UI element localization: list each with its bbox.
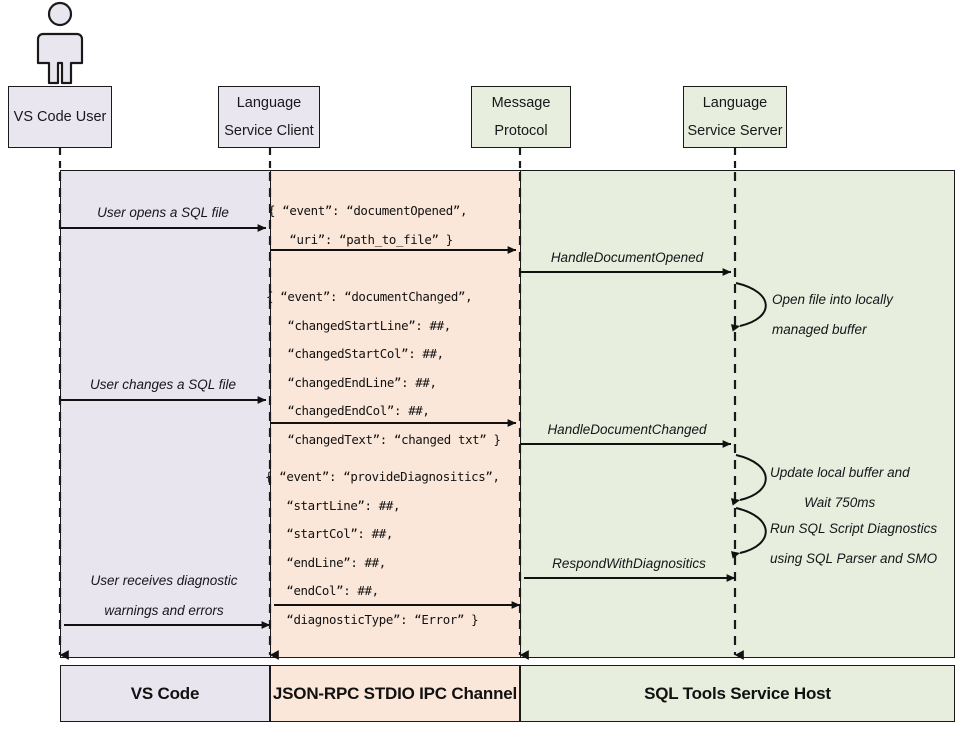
message-label-handle-document-changed: HandleDocumentChanged [547, 422, 707, 437]
lane-footer-ipc: JSON-RPC STDIO IPC Channel [270, 665, 520, 722]
lane-divider-2 [520, 170, 521, 658]
participant-language-client[interactable]: Language Service Client [218, 86, 320, 148]
lane-band-host [520, 170, 955, 658]
note-update-buffer-wait: Update local buffer and Wait 750ms [770, 458, 910, 519]
participant-label-line2: Protocol [494, 123, 548, 139]
participant-language-server[interactable]: Language Service Server [683, 86, 787, 148]
participant-label-line1: VS Code User [13, 108, 107, 125]
participant-label-line2: Service Client [224, 123, 314, 139]
note-line1: Open file into locally [772, 292, 893, 307]
participant-vs-code-user[interactable]: VS Code User [8, 86, 112, 148]
payload-document-opened: { “event”: “documentOpened”, “uri”: “pat… [268, 203, 468, 247]
message-label-user-opens-file: User opens a SQL file [97, 205, 229, 220]
participant-label-line1: Message [491, 94, 551, 111]
note-line2: managed buffer [772, 322, 867, 338]
participant-label-line1: Language [236, 94, 302, 111]
message-label-line2: warnings and errors [104, 603, 224, 619]
payload-document-changed: { “event”: “documentChanged”, “changedSt… [266, 289, 501, 447]
payload-provide-diagnositics: { “event”: “provideDiagnositics”, “start… [265, 469, 500, 627]
note-run-diagnostics: Run SQL Script Diagnostics using SQL Par… [770, 514, 937, 575]
message-label-user-receives-diagnostics: User receives diagnostic warnings and er… [60, 566, 268, 627]
note-line2: Wait 750ms [804, 495, 876, 511]
message-label-line1: User receives diagnostic [90, 573, 238, 588]
message-label-respond-with-diagnositics: RespondWithDiagnositics [552, 556, 706, 571]
note-open-file-buffer: Open file into locally managed buffer [772, 285, 893, 346]
lane-band-ipc [270, 170, 520, 658]
participant-label-line1: Language [702, 94, 768, 111]
lane-band-vscode [60, 170, 270, 658]
vs-code-user-actor [36, 1, 84, 85]
participant-message-protocol[interactable]: Message Protocol [471, 86, 571, 148]
note-line1: Update local buffer and [770, 465, 910, 480]
lane-footer-vscode: VS Code [60, 665, 270, 722]
message-label-handle-document-opened: HandleDocumentOpened [550, 250, 704, 265]
note-line2: using SQL Parser and SMO [770, 551, 938, 567]
participant-label-line2: Service Server [687, 123, 783, 139]
message-label-user-changes-file: User changes a SQL file [89, 377, 237, 392]
lane-footer-host: SQL Tools Service Host [520, 665, 955, 722]
note-line1: Run SQL Script Diagnostics [770, 521, 938, 536]
